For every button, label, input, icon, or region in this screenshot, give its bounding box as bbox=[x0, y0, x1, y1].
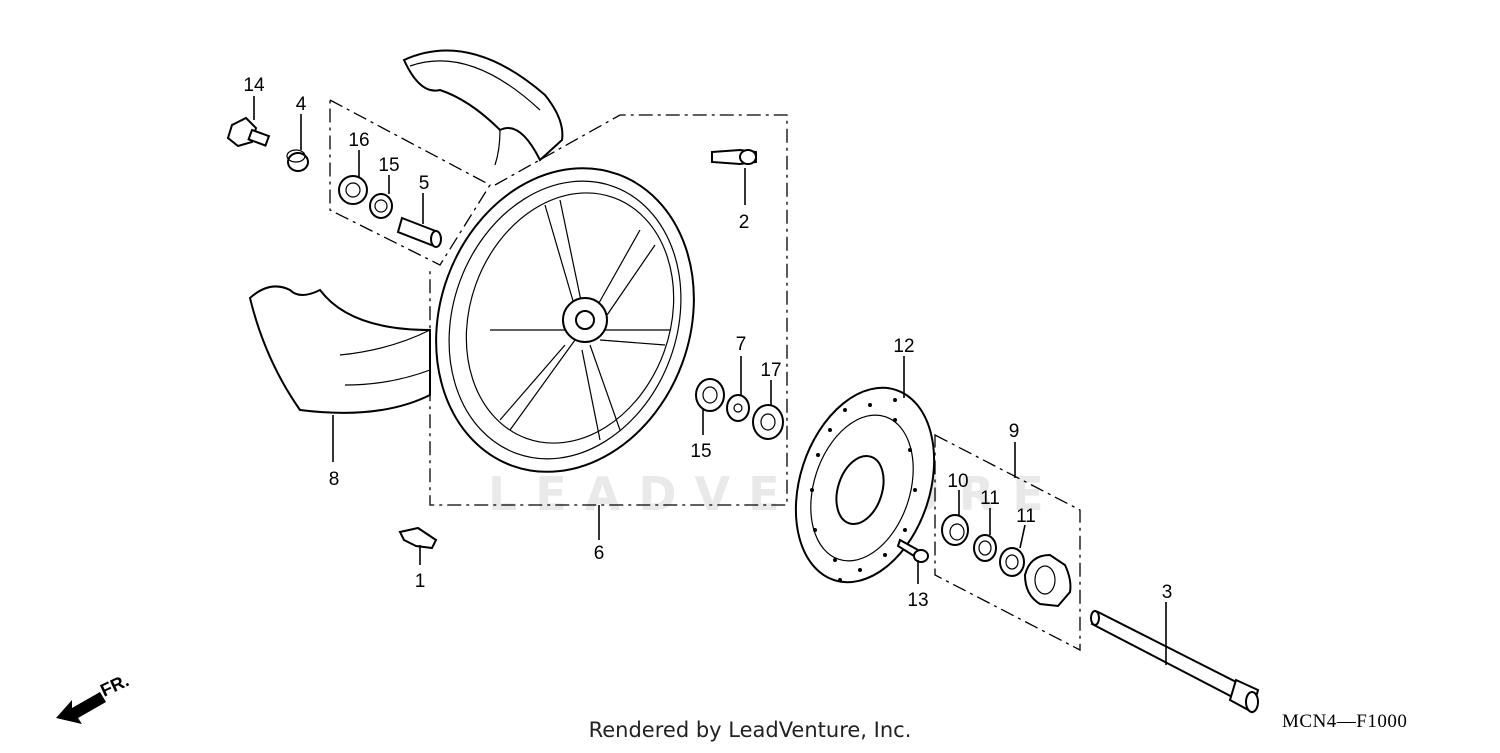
part-label: 15 bbox=[378, 155, 399, 176]
seal-11-a bbox=[973, 534, 997, 562]
front-direction-arrow: FR. bbox=[56, 670, 132, 724]
retainer-7 bbox=[726, 394, 750, 422]
spacer-5 bbox=[396, 216, 442, 248]
part-label: 8 bbox=[329, 469, 340, 490]
watermark: LEADVENTURE bbox=[488, 467, 1062, 521]
valve-2 bbox=[711, 148, 757, 166]
seal-15-left bbox=[369, 193, 393, 219]
wheel-rim bbox=[435, 167, 695, 473]
bearing-16 bbox=[338, 175, 368, 205]
seal-15-right bbox=[695, 378, 725, 412]
tire-upper bbox=[402, 49, 564, 166]
credit-text: Rendered by LeadVenture, Inc. bbox=[588, 718, 912, 742]
direction-label: FR. bbox=[97, 670, 132, 700]
part-label: 4 bbox=[296, 94, 307, 115]
collar-10 bbox=[941, 514, 969, 546]
part-label: 2 bbox=[739, 212, 750, 233]
part-label: 12 bbox=[893, 336, 914, 357]
gearbox-9 bbox=[1023, 553, 1072, 608]
part-label: 11 bbox=[1016, 506, 1036, 527]
hub-group-boundary bbox=[934, 433, 1081, 652]
part-label: 13 bbox=[907, 590, 928, 611]
part-label: 6 bbox=[594, 543, 605, 564]
diagram-code: MCN4—F1000 bbox=[1282, 711, 1408, 732]
part-label: 17 bbox=[760, 360, 781, 381]
axle-3 bbox=[1090, 610, 1260, 714]
tire-lower bbox=[248, 285, 431, 414]
seal-11-b bbox=[999, 547, 1025, 577]
part-label: 1 bbox=[415, 571, 426, 592]
part-label: 3 bbox=[1162, 582, 1173, 603]
bolt-14 bbox=[226, 116, 271, 148]
part-labels: 1 2 3 4 5 6 7 8 9 10 11 11 12 13 14 15 1… bbox=[243, 75, 1172, 611]
bolt-13 bbox=[896, 538, 929, 563]
part-label: 9 bbox=[1009, 421, 1020, 442]
part-label: 10 bbox=[947, 471, 968, 492]
bearing-group-boundary bbox=[329, 99, 491, 266]
part-label: 7 bbox=[736, 334, 747, 355]
part-label: 5 bbox=[419, 173, 430, 194]
collar-4 bbox=[286, 149, 309, 172]
leader-lines bbox=[253, 96, 1167, 665]
part-label: 16 bbox=[348, 130, 369, 151]
part-label: 11 bbox=[980, 488, 1000, 509]
part-label: 15 bbox=[690, 441, 711, 462]
wheel-boundary bbox=[429, 114, 788, 506]
bearing-17 bbox=[752, 404, 784, 440]
brake-disc-12 bbox=[794, 386, 936, 584]
clip-1 bbox=[398, 526, 438, 550]
part-label: 14 bbox=[243, 75, 265, 96]
